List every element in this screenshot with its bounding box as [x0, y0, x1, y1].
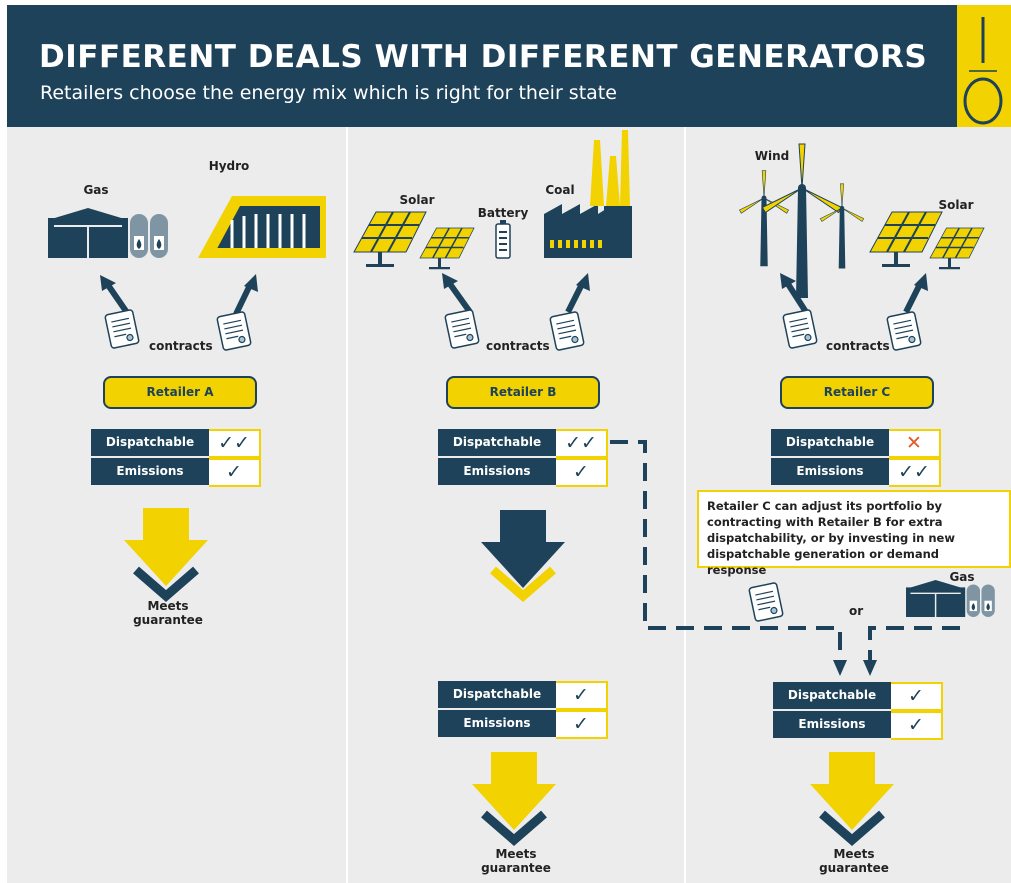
double-check-icon: ✓✓ — [556, 429, 608, 458]
contract-arrow — [442, 273, 590, 314]
contract-arrow — [100, 274, 258, 316]
generator-label-coal: Coal — [545, 183, 575, 197]
solar-panel-icon — [869, 211, 985, 270]
generator-label-solar: Solar — [399, 193, 435, 207]
coal-plant-icon — [544, 130, 632, 258]
cross-icon: ✕ — [889, 429, 941, 458]
outcome-line: guarantee — [819, 861, 889, 875]
dispatchable-label: Dispatchable — [91, 429, 209, 456]
page-title: DIFFERENT DEALS WITH DIFFERENT GENERATOR… — [39, 39, 928, 75]
outcome-label-a: Meets guarantee — [133, 599, 203, 627]
dispatchable-label: Dispatchable — [773, 682, 891, 709]
stats-table-b: Dispatchable✓✓ Emissions✓ — [438, 429, 610, 487]
generator-label-hydro: Hydro — [208, 159, 250, 173]
check-icon: ✓ — [209, 458, 261, 487]
outcome-line: Meets — [833, 847, 875, 861]
generator-label-gas: Gas — [83, 183, 109, 197]
outcome-label-c: Meets guarantee — [819, 847, 889, 875]
outcome-line: Meets — [147, 599, 189, 613]
solar-panel-icon — [353, 211, 475, 270]
outcome-line: guarantee — [481, 861, 551, 875]
retailer-a-box: Retailer A — [103, 376, 257, 409]
contracts-label: contracts — [149, 339, 213, 353]
arrow-head — [833, 660, 877, 676]
double-check-icon: ✓✓ — [209, 429, 261, 458]
header-banner: DIFFERENT DEALS WITH DIFFERENT GENERATOR… — [7, 5, 957, 127]
emissions-label: Emissions — [773, 711, 891, 738]
stats-table-b-final: Dispatchable✓ Emissions✓ — [438, 681, 610, 739]
page-subtitle: Retailers choose the energy mix which is… — [40, 82, 617, 104]
contract-document-icon — [748, 581, 784, 623]
generator-label-gas: Gas — [949, 570, 975, 584]
retailer-c-note: Retailer C can adjust its portfolio by c… — [697, 490, 1011, 577]
outcome-line: Meets — [495, 847, 537, 861]
retailer-c-box: Retailer C — [780, 376, 934, 409]
stats-table-c: Dispatchable✕ Emissions✓✓ — [771, 429, 943, 487]
retailer-b-box: Retailer B — [446, 376, 600, 409]
gas-plant-icon — [47, 207, 169, 259]
contracts-label: contracts — [826, 339, 890, 353]
gas-plant-icon — [905, 579, 996, 618]
check-icon: ✓ — [891, 711, 943, 740]
outcome-line: guarantee — [133, 613, 203, 627]
dashed-connector — [610, 440, 960, 662]
emissions-label: Emissions — [438, 458, 556, 485]
dispatchable-label: Dispatchable — [438, 681, 556, 708]
stats-table-c-final: Dispatchable✓ Emissions✓ — [773, 682, 945, 740]
or-label: or — [849, 604, 864, 618]
outcome-label-b: Meets guarantee — [481, 847, 551, 875]
emissions-label: Emissions — [771, 458, 889, 485]
check-icon: ✓ — [556, 710, 608, 739]
check-icon: ✓ — [556, 458, 608, 487]
double-check-icon: ✓✓ — [889, 458, 941, 487]
generator-label-battery: Battery — [477, 206, 529, 220]
down-arrow-navy — [481, 510, 565, 596]
check-icon: ✓ — [891, 682, 943, 711]
check-icon: ✓ — [556, 681, 608, 710]
emissions-label: Emissions — [438, 710, 556, 737]
battery-icon — [495, 220, 511, 259]
contract-arrow — [780, 273, 928, 314]
dispatchable-label: Dispatchable — [771, 429, 889, 456]
wind-turbine-icon — [739, 143, 865, 299]
stats-table-a: Dispatchable✓✓ Emissions✓ — [91, 429, 263, 487]
hydro-dam-icon — [198, 196, 326, 258]
dispatchable-label: Dispatchable — [438, 429, 556, 456]
brand-logo — [957, 5, 1011, 127]
logo-mark-icon — [963, 17, 1003, 125]
emissions-label: Emissions — [91, 458, 209, 485]
generator-label-wind: Wind — [754, 149, 790, 163]
generator-label-solar: Solar — [938, 198, 974, 212]
contracts-label: contracts — [486, 339, 550, 353]
